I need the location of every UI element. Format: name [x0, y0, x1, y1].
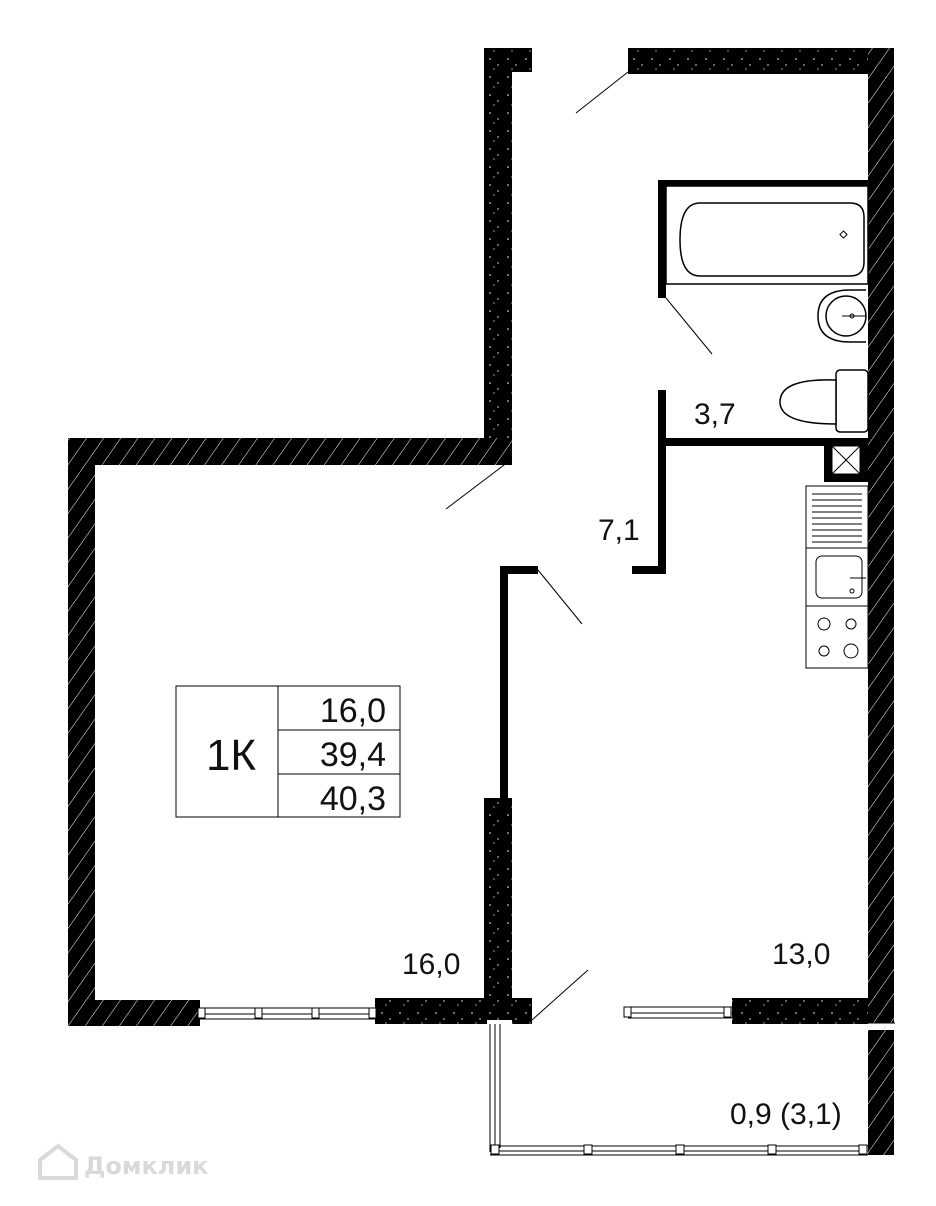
wall-corridor-top-stub [484, 48, 532, 72]
wall-top-right [628, 48, 868, 74]
door-entrance [575, 71, 629, 114]
door-living-room [445, 461, 509, 510]
ventilation-shaft [824, 438, 868, 482]
room-area-balcony: 0,9 (3,1) [730, 1098, 842, 1131]
partition-bath-top [658, 180, 868, 186]
apartment-type-label: 1К [206, 731, 256, 780]
toilet [779, 369, 869, 433]
kitchen-sink-icon [815, 555, 863, 599]
exterior-walls [68, 48, 895, 1155]
partitions [500, 180, 868, 800]
room-area-living-room: 16,0 [402, 948, 460, 981]
kitchen-counter [805, 485, 869, 669]
total-area-with-balcony-value: 40,3 [320, 780, 386, 818]
partition-bath-bottom [658, 438, 826, 446]
partition-room-divider-upper [500, 566, 508, 800]
partition-hall-stub [632, 566, 666, 574]
wall-exterior-left [68, 438, 95, 1026]
bathtub [665, 185, 869, 285]
washbasin [817, 289, 867, 343]
room-area-kitchen: 13,0 [772, 938, 830, 971]
door-bathroom [665, 297, 713, 355]
total-area-value: 39,4 [320, 736, 386, 774]
door-kitchen [537, 569, 583, 625]
wall-exterior-bottom-left [68, 1000, 200, 1026]
wall-room-divider-lower [484, 798, 512, 1020]
bathtub-drain-icon [839, 230, 848, 239]
balcony-railing [489, 1024, 868, 1156]
stove-burners-icon [817, 617, 859, 659]
window-kitchen [623, 1006, 732, 1019]
room-area-hallway: 7,1 [598, 514, 640, 547]
house-logo-icon [38, 1143, 78, 1180]
summary-box: 1К 16,0 39,4 40,3 [175, 685, 401, 818]
partition-hall-vertical [658, 390, 666, 574]
watermark: Домклик [38, 1143, 208, 1180]
wall-corridor-left [484, 48, 512, 438]
door-swings [445, 71, 713, 1021]
wall-bottom-kitchen [732, 998, 868, 1024]
wall-exterior-top-left [68, 438, 512, 465]
room-area-bathroom: 3,7 [694, 398, 736, 431]
interior-walls [375, 48, 868, 1024]
dish-rack-icon [812, 493, 862, 543]
wall-bottom-stub [512, 998, 532, 1024]
partition-bath-left [658, 180, 666, 298]
wall-exterior-right [868, 48, 894, 1023]
watermark-text: Домклик [84, 1152, 208, 1180]
room-labels: 3,7 7,1 16,0 13,0 0,9 (3,1) [402, 398, 842, 1131]
door-balcony [531, 969, 589, 1021]
wall-bottom-living [375, 998, 487, 1024]
living-area-value: 16,0 [320, 692, 386, 730]
wall-exterior-right-balcony [868, 1030, 894, 1155]
windows [197, 1006, 732, 1020]
window-living-room [197, 1007, 377, 1020]
partition-room-divider-top [500, 566, 538, 574]
